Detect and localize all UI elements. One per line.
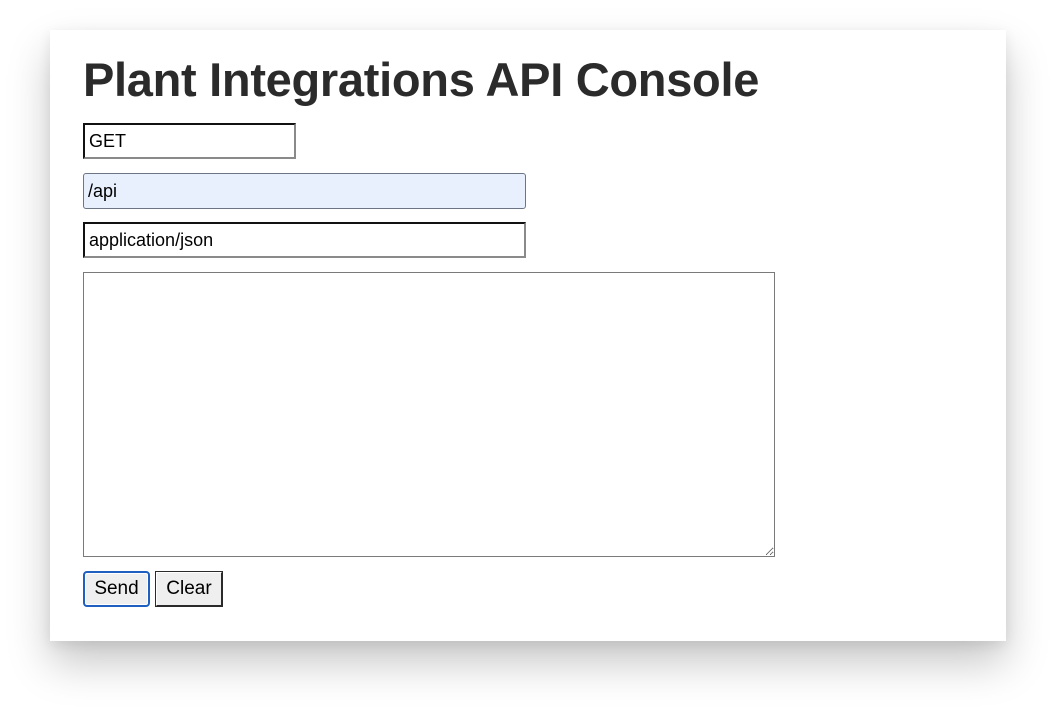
send-button[interactable]: Send (83, 571, 150, 607)
method-input[interactable] (83, 123, 296, 159)
request-body-textarea[interactable] (83, 272, 775, 557)
page-title: Plant Integrations API Console (83, 53, 760, 106)
console-page: Plant Integrations API Console Send Clea… (50, 30, 1006, 641)
content-type-input[interactable] (83, 222, 526, 258)
clear-button[interactable]: Clear (155, 571, 223, 607)
path-input[interactable] (83, 173, 526, 209)
